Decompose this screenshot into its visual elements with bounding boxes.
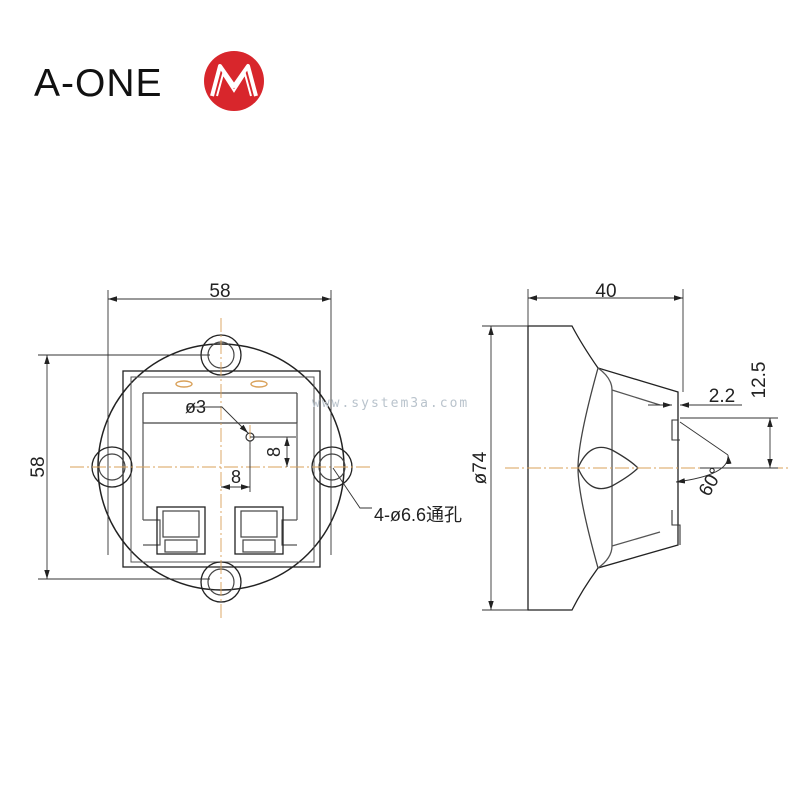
m-in-red-circle-icon [204,51,264,111]
brand-name: A-ONE [34,62,163,105]
watermark-text: www.system3a.com [312,396,469,411]
dim-front-height: 58 [28,456,49,477]
dim-side-height: 12.5 [749,362,770,399]
dim-small-hole: ø3 [185,397,206,417]
clamp-pad-right [234,506,284,555]
front-view [91,334,353,603]
dim-side-length: 40 [595,281,616,302]
dim-step: 2.2 [709,386,735,407]
clamp-pad-left [156,506,206,555]
dim-front-width: 58 [209,281,230,302]
dim-offset-x: 8 [231,467,241,487]
dim-angle: 60° [695,465,728,500]
housing-outline [527,325,679,611]
front-dimensions [38,290,372,580]
dim-side-diameter: ø74 [470,451,491,484]
side-dimensions [482,289,778,611]
dim-offset-y: 8 [264,447,284,457]
square-plate [122,370,321,568]
front-centerlines [70,318,372,618]
callout-through-holes: 4-ø6.6通孔 [374,505,462,525]
side-view [527,325,681,611]
